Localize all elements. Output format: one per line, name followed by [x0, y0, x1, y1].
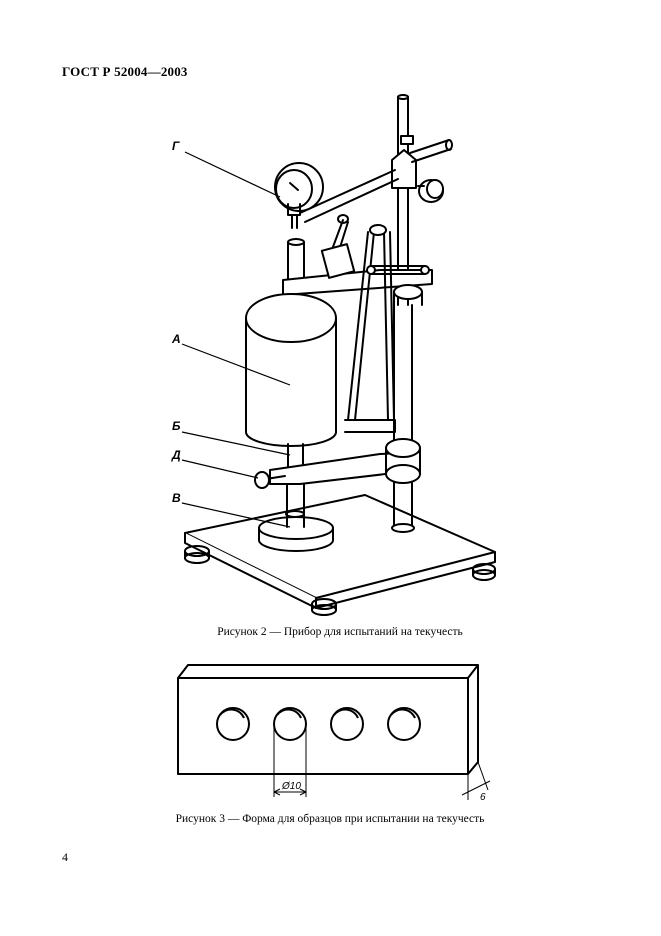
dimension-thickness: 6	[480, 792, 486, 803]
label-a: А	[171, 332, 181, 346]
label-d: Д	[171, 448, 181, 462]
figure-3-mold-drawing: Ø10 6	[177, 664, 491, 803]
document-header: ГОСТ Р 52004—2003	[62, 64, 188, 79]
page-number: 4	[62, 850, 68, 864]
label-b: Б	[172, 419, 181, 433]
dimension-diameter: Ø10	[281, 781, 301, 792]
figure-2-apparatus-drawing: Г А Б Д В	[171, 94, 496, 616]
label-g: Г	[172, 139, 180, 153]
figure-3-caption: Рисунок 3 — Форма для образцов при испыт…	[175, 813, 485, 825]
figure-2-caption: Рисунок 2 — Прибор для испытаний на теку…	[217, 626, 463, 638]
label-v: В	[172, 491, 181, 505]
